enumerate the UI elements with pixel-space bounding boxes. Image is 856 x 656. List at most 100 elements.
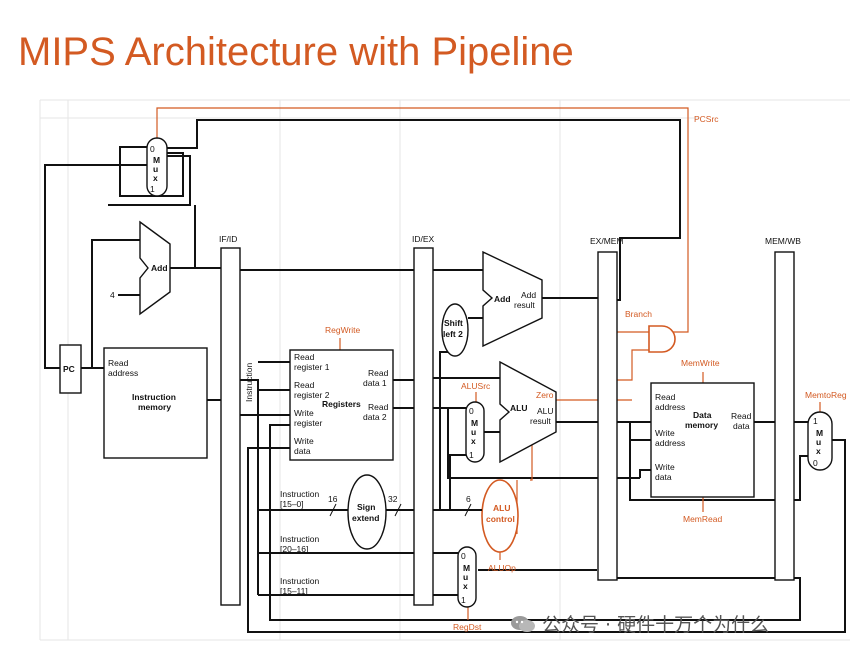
alu-control-1: ALU (493, 503, 510, 513)
shift-left-2-text: left 2 (443, 329, 463, 339)
dmem-name-1: Data (693, 410, 712, 420)
dmem-read-addr-1: Read (655, 392, 676, 402)
dmem-write-addr-2: address (655, 438, 685, 448)
dmem-name-2: memory (685, 420, 718, 430)
width-6: 6 (466, 494, 471, 504)
sign-extend-2: extend (352, 513, 379, 523)
mem-wb-register (774, 251, 795, 581)
ex-mem-label: EX/MEM (590, 236, 624, 246)
id-ex-label: ID/EX (412, 234, 435, 244)
pcsrc-mux-m: M (153, 155, 160, 165)
reg-read1-b: register 1 (294, 362, 330, 372)
reg-rdata1-b: data 1 (363, 378, 387, 388)
alusrc-mux (465, 401, 485, 463)
memtoreg-in0: 0 (813, 458, 818, 468)
pcsrc-mux-x: x (153, 173, 158, 183)
wechat-icon (511, 615, 535, 632)
instr-15-11-a: Instruction (280, 576, 319, 586)
regwrite-label: RegWrite (325, 325, 361, 335)
branch-and-gate (648, 325, 676, 353)
reg-read2-a: Read (294, 380, 315, 390)
instr-15-11-b: [15–11] (280, 586, 308, 596)
memwrite-label: MemWrite (681, 358, 720, 368)
imem-name-2: memory (138, 402, 171, 412)
ex-mem-register (597, 251, 618, 581)
memtoreg-mux (807, 411, 833, 471)
instr-15-0-a: Instruction (280, 489, 319, 499)
sign-extend-1: Sign (357, 502, 375, 512)
register-file (289, 349, 394, 461)
sign-extend (347, 474, 387, 550)
watermark: 公众号 · 硬件十万个为什么 (510, 610, 769, 637)
instruction-bus-label: Instruction (244, 363, 254, 402)
pc-register (59, 344, 82, 394)
imem-read-label-2: address (108, 368, 138, 378)
regdst-m: M (463, 563, 470, 573)
dmem-read-addr-2: address (655, 402, 685, 412)
alusrc-x: x (471, 436, 476, 446)
regdst-in1: 1 (461, 595, 466, 605)
regdst-x: x (463, 581, 468, 591)
dmem-read-data-1: Read (731, 411, 752, 421)
if-id-register (220, 247, 241, 606)
page-title: MIPS Architecture with Pipeline (18, 30, 574, 74)
reg-read2-b: register 2 (294, 390, 330, 400)
alu-control-2: control (486, 514, 515, 524)
reg-name: Registers (322, 399, 361, 409)
alusrc-label: ALUSrc (461, 381, 491, 391)
slash-16 (329, 503, 337, 517)
dmem-read-data-2: data (733, 421, 750, 431)
pcsrc-mux-u: u (153, 164, 158, 174)
regdst-u: u (463, 572, 468, 582)
data-memory (650, 382, 755, 498)
branch-adder (482, 250, 543, 348)
instr-20-16-b: [20–16] (280, 544, 308, 554)
width-32: 32 (388, 494, 398, 504)
width-16: 16 (328, 494, 338, 504)
alu (499, 360, 557, 464)
memtoreg-label: MemtoReg (805, 390, 847, 400)
pcsrc-mux (146, 137, 168, 197)
reg-read1-a: Read (294, 352, 315, 362)
shift-left-1: Shift (444, 318, 463, 328)
reg-rdata1-a: Read (368, 368, 389, 378)
alusrc-in1: 1 (469, 450, 474, 460)
memtoreg-u: u (816, 437, 821, 447)
pc-adder-label: Add (151, 263, 168, 273)
if-id-label: IF/ID (219, 234, 237, 244)
reg-wdata-a: Write (294, 436, 314, 446)
alu-result-1: ALU (537, 406, 554, 416)
pcsrc-label: PCSrc (694, 114, 719, 124)
alusrc-in0: 0 (469, 406, 474, 416)
alu-result-2: result (530, 416, 551, 426)
branch-label: Branch (625, 309, 652, 319)
memtoreg-m: M (816, 428, 823, 438)
dmem-write-addr-1: Write (655, 428, 675, 438)
pc-label: PC (63, 364, 75, 374)
regdst-mux (457, 546, 477, 608)
branch-add-result-2: result (514, 300, 535, 310)
memtoreg-in1: 1 (813, 416, 818, 426)
alusrc-u: u (471, 427, 476, 437)
alu-label: ALU (510, 403, 527, 413)
pc-adder (139, 220, 171, 316)
alusrc-m: M (471, 418, 478, 428)
shift-left-2 (441, 303, 469, 357)
pcsrc-mux-in0: 0 (150, 144, 155, 154)
alu-control (481, 479, 519, 553)
pipeline-registers (220, 247, 795, 606)
regdst-in0: 0 (461, 551, 466, 561)
aluop-label: ALUOp (488, 563, 516, 573)
branch-adder-label: Add (494, 294, 511, 304)
dmem-write-data-1: Write (655, 462, 675, 472)
pc-adder-const: 4 (110, 290, 115, 300)
pcsrc-mux-in1: 1 (150, 184, 155, 194)
alu-zero-label: Zero (536, 390, 554, 400)
memread-label: MemRead (683, 514, 722, 524)
instr-20-16-a: Instruction (280, 534, 319, 544)
imem-name-1: Instruction (132, 392, 176, 402)
regdst-label: RegDst (453, 622, 482, 632)
imem-read-label-1: Read (108, 358, 129, 368)
id-ex-register (413, 247, 434, 606)
branch-add-result-1: Add (521, 290, 536, 300)
